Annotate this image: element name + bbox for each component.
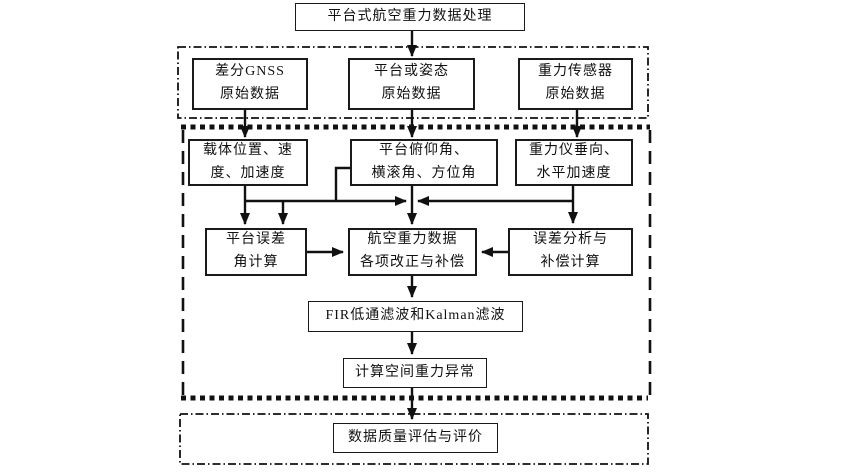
node-gnss-raw: 差分GNSS 原始数据 bbox=[192, 58, 308, 110]
line-attitude-left-elbow bbox=[334, 166, 350, 201]
node-quality-eval: 数据质量评估与评价 bbox=[333, 423, 498, 453]
node-sensor-raw: 重力传感器 原始数据 bbox=[518, 58, 633, 110]
node-free-air-anomaly: 计算空间重力异常 bbox=[343, 358, 487, 388]
node-platform-error-angle: 平台误差 角计算 bbox=[205, 228, 307, 276]
node-title-label: 平台式航空重力数据处理 bbox=[327, 8, 493, 24]
node-platform-raw: 平台或姿态 原始数据 bbox=[348, 58, 475, 110]
node-attitude-angles: 平台俯仰角、 横滚角、方位角 bbox=[350, 139, 498, 186]
node-gravimeter-acc: 重力仪垂向、 水平加速度 bbox=[515, 139, 633, 186]
node-title: 平台式航空重力数据处理 bbox=[295, 3, 525, 31]
node-carrier-state: 载体位置、速 度、加速度 bbox=[188, 139, 308, 186]
node-filtering: FIR低通滤波和Kalman滤波 bbox=[308, 301, 523, 332]
node-corrections: 航空重力数据 各项改正与补偿 bbox=[348, 228, 477, 276]
node-error-analysis: 误差分析与 补偿计算 bbox=[508, 228, 633, 276]
